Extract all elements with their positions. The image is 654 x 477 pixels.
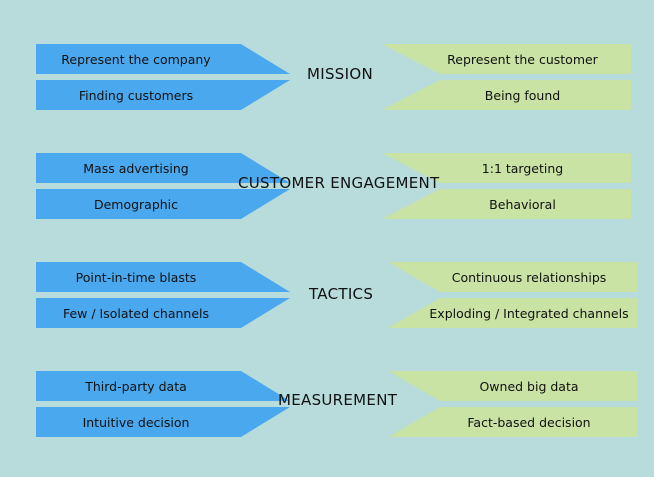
left-item-label: Intuitive decision: [82, 414, 190, 430]
left-arrow-bottom: [36, 80, 290, 110]
right-item-label: Being found: [484, 87, 561, 103]
right-shape-top: [382, 153, 631, 183]
right-item-label: Exploding / Integrated channels: [429, 305, 629, 321]
left-item-label: Third-party data: [85, 378, 187, 394]
right-shape-bottom: [382, 189, 631, 219]
right-item-label: Continuous relationships: [451, 269, 607, 285]
right-item-label: Fact-based decision: [467, 414, 591, 430]
right-shape-top: [388, 371, 638, 401]
group-title: MISSION: [307, 65, 373, 83]
left-arrow-top: [36, 44, 290, 74]
left-arrow-top: [36, 153, 290, 183]
right-shape-bottom: [388, 407, 638, 437]
right-shape-top: [382, 44, 631, 74]
left-item-label: Finding customers: [78, 87, 194, 103]
right-shape-bottom: [388, 298, 638, 328]
group-title: CUSTOMER ENGAGEMENT: [238, 174, 440, 192]
right-item-label: Represent the customer: [447, 51, 598, 67]
group-title: TACTICS: [309, 285, 374, 303]
left-item-label: Mass advertising: [83, 160, 189, 176]
left-arrow-bottom: [36, 298, 290, 328]
left-arrow-bottom: [36, 407, 290, 437]
right-shape-top: [388, 262, 638, 292]
right-item-label: Owned big data: [479, 378, 579, 394]
group-title: MEASUREMENT: [278, 391, 398, 409]
left-item-label: Few / Isolated channels: [62, 305, 210, 321]
left-item-label: Represent the company: [61, 51, 211, 67]
right-item-label: 1:1 targeting: [481, 160, 564, 176]
left-arrow-bottom: [36, 189, 290, 219]
left-arrow-top: [36, 262, 290, 292]
left-arrow-top: [36, 371, 290, 401]
left-item-label: Demographic: [93, 196, 179, 212]
left-item-label: Point-in-time blasts: [75, 269, 197, 285]
right-item-label: Behavioral: [489, 196, 556, 212]
right-shape-bottom: [382, 80, 631, 110]
